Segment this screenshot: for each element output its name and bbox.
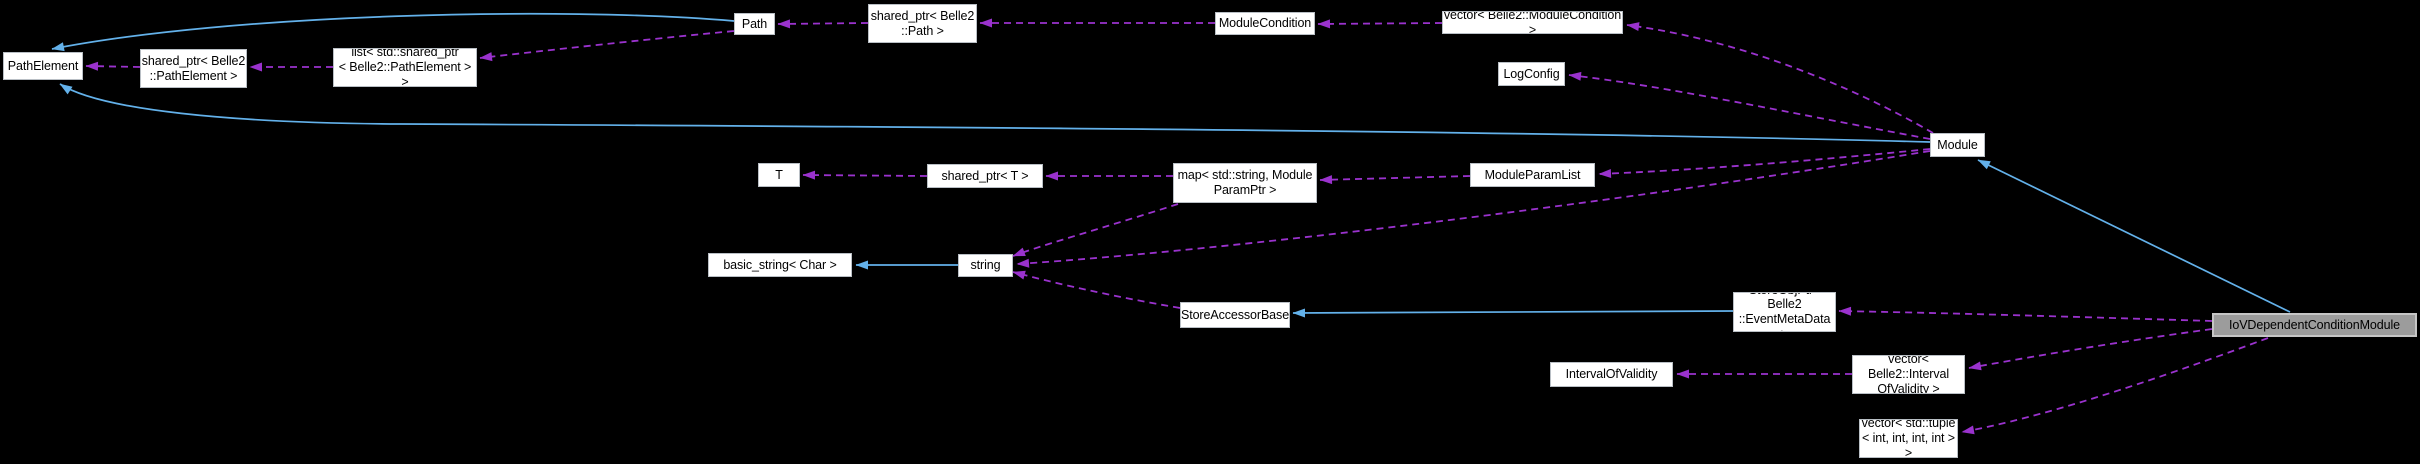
edge-iovdependentconditionmodule-to-module — [1977, 159, 2291, 313]
edge-path-to-list-shared-ptr-pathelement — [479, 30, 735, 62]
edge-shared-ptr-pathelement-to-pathelement — [85, 61, 141, 71]
edge-shared-ptr-t-to-t — [802, 170, 928, 180]
node-intervalofvalidity[interactable]: IntervalOfValidity — [1550, 362, 1673, 387]
edge-path-to-pathelement — [51, 12, 735, 52]
node-map-moduleparamptr[interactable]: map< std::string, Module ParamPtr > — [1173, 163, 1317, 203]
node-storeobjptr-eventmetadata[interactable]: StoreObjPtr< Belle2 ::EventMetaData > — [1733, 292, 1836, 332]
edge-vector-modulecondition-to-modulecondition — [1317, 19, 1443, 29]
node-pathelement[interactable]: PathElement — [3, 52, 83, 80]
edge-iovdependentconditionmodule-to-vector-std-tuple — [1961, 337, 2269, 435]
node-vector-modulecondition[interactable]: vector< Belle2::ModuleCondition > — [1442, 11, 1623, 34]
node-vector-intervalofvalidity[interactable]: vector< Belle2::Interval OfValidity > — [1852, 355, 1965, 394]
node-shared-ptr-pathelement[interactable]: shared_ptr< Belle2 ::PathElement > — [140, 49, 247, 88]
edge-iovdependentconditionmodule-to-storeobjptr-eventmetadata — [1838, 306, 2213, 322]
edge-module-to-logconfig — [1568, 71, 1931, 140]
node-shared-ptr-t[interactable]: shared_ptr< T > — [927, 164, 1043, 188]
node-string[interactable]: string — [958, 254, 1013, 277]
node-vector-std-tuple[interactable]: vector< std::tuple < int, int, int, int … — [1859, 419, 1958, 458]
edge-moduleparamlist-to-map-moduleparamptr — [1319, 175, 1471, 185]
edge-storeaccessorbase-to-string — [1012, 270, 1181, 309]
edge-module-to-pathelement — [59, 83, 1931, 143]
edge-module-to-moduleparamlist — [1598, 148, 1931, 179]
node-iovdependentconditionmodule: IoVDependentConditionModule — [2212, 313, 2417, 337]
node-moduleparamlist[interactable]: ModuleParamList — [1470, 163, 1595, 187]
node-basic-string-char[interactable]: basic_string< Char > — [708, 253, 852, 277]
node-storeaccessorbase[interactable]: StoreAccessorBase — [1180, 302, 1290, 328]
node-t[interactable]: T — [758, 163, 800, 187]
edge-map-moduleparamptr-to-string — [1012, 203, 1179, 257]
node-shared-ptr-path[interactable]: shared_ptr< Belle2 ::Path > — [868, 4, 977, 43]
edge-storeobjptr-eventmetadata-to-storeaccessorbase — [1292, 308, 1734, 318]
edge-module-to-vector-modulecondition — [1626, 22, 1934, 134]
node-logconfig[interactable]: LogConfig — [1498, 62, 1565, 86]
node-module[interactable]: Module — [1930, 133, 1985, 157]
node-path[interactable]: Path — [734, 13, 775, 35]
node-list-shared-ptr-pathelement[interactable]: list< std::shared_ptr < Belle2::PathElem… — [333, 48, 477, 87]
edge-iovdependentconditionmodule-to-vector-intervalofvalidity — [1968, 328, 2213, 371]
edge-shared-ptr-path-to-path — [777, 19, 869, 29]
node-modulecondition[interactable]: ModuleCondition — [1215, 12, 1315, 35]
edge-module-to-string — [1016, 150, 1931, 268]
